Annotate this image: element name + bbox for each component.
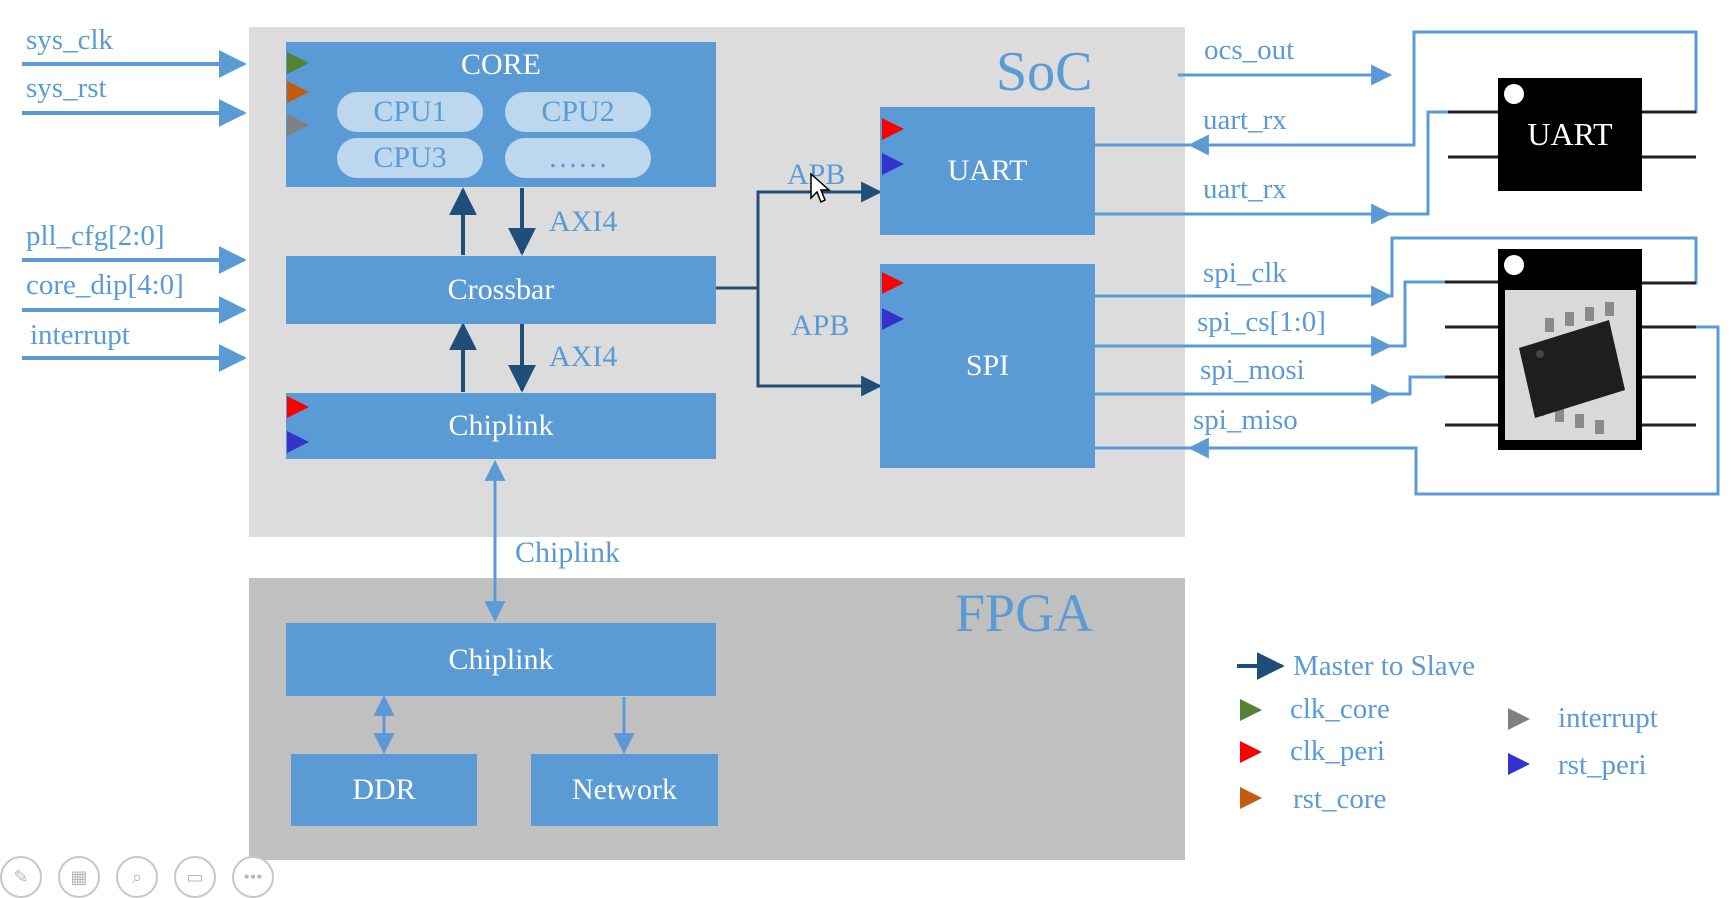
soc-title: SoC <box>996 41 1093 103</box>
legend-clk-core-triangle <box>1240 699 1262 721</box>
spi-chip-pin1-dot <box>1504 255 1524 275</box>
pll-cfg-label: pll_cfg[2:0] <box>26 220 165 252</box>
subtitle-icon[interactable]: ▭ <box>174 856 216 898</box>
spi-block: SPI <box>880 264 1095 468</box>
slides-icon[interactable]: ▦ <box>58 856 100 898</box>
fpga-title: FPGA <box>955 583 1094 643</box>
network-block: Network <box>531 754 718 826</box>
uart-chip-label: UART <box>1527 116 1613 152</box>
legend-rst-core: rst_core <box>1293 783 1387 815</box>
core-dip-label: core_dip[4:0] <box>26 269 184 301</box>
legend-master-to-slave: Master to Slave <box>1293 650 1476 682</box>
uart-block: UART <box>880 107 1095 235</box>
spi-miso-label: spi_miso <box>1193 404 1298 436</box>
mouse-cursor-icon <box>810 172 831 204</box>
spi-mosi-label: spi_mosi <box>1200 354 1305 386</box>
zoom-icon[interactable]: ⌕ <box>116 856 158 898</box>
core-title: CORE <box>460 48 541 81</box>
crossbar-block: Crossbar <box>286 256 716 324</box>
legend-interrupt-triangle <box>1508 708 1530 730</box>
chiplink-rst-peri-triangle <box>287 431 309 453</box>
axi4-bottom-label: AXI4 <box>549 340 618 373</box>
chiplink-link-label: Chiplink <box>515 536 621 569</box>
spi-clk-label: spi_clk <box>1203 257 1287 289</box>
clk-core-port-triangle <box>287 52 309 74</box>
uart-rst-peri-triangle <box>882 153 904 175</box>
interrupt-input-label: interrupt <box>30 319 130 351</box>
spi-cs-label: spi_cs[1:0] <box>1197 306 1326 338</box>
axi4-arrows <box>449 187 536 393</box>
uart-rx-in-label: uart_rx <box>1203 104 1287 136</box>
spi-chip-photo <box>1505 290 1636 440</box>
spi-rst-peri-triangle <box>882 308 904 330</box>
legend-rst-core-triangle <box>1240 787 1262 809</box>
cpu2-pill: CPU2 <box>505 92 651 132</box>
apb-arrows <box>715 181 883 397</box>
input-arrows <box>22 50 247 372</box>
sys-rst-label: sys_rst <box>26 72 107 104</box>
chiplink-fpga-block: Chiplink <box>286 623 716 696</box>
cpu1-pill: CPU1 <box>337 92 483 132</box>
spi-clk-peri-triangle <box>882 272 904 294</box>
rst-core-port-triangle <box>287 81 309 103</box>
legend-clk-peri: clk_peri <box>1290 735 1386 767</box>
legend-clk-core: clk_core <box>1290 693 1390 725</box>
cpu-more-pill: …… <box>505 138 651 178</box>
chiplink-clk-peri-triangle <box>287 396 309 418</box>
legend-rst-peri: rst_peri <box>1558 749 1647 781</box>
uart-chip: UART <box>1498 78 1642 191</box>
legend-rst-peri-triangle <box>1508 753 1530 775</box>
ocs-out-label: ocs_out <box>1204 34 1295 66</box>
sys-clk-label: sys_clk <box>26 24 113 56</box>
pen-icon[interactable]: ✎ <box>0 856 42 898</box>
legend-clk-peri-triangle <box>1240 741 1262 763</box>
cpu3-pill: CPU3 <box>337 138 483 178</box>
uart-clk-peri-triangle <box>882 118 904 140</box>
uart-chip-pin1-dot <box>1504 84 1524 104</box>
interrupt-port-triangle <box>287 114 309 136</box>
apb-spi-label: APB <box>791 309 850 342</box>
chip-pins <box>1445 110 1696 427</box>
more-icon[interactable]: ••• <box>232 856 274 898</box>
chiplink-soc-block: Chiplink <box>286 393 716 459</box>
uart-rx-out-label: uart_rx <box>1203 173 1287 205</box>
legend-interrupt: interrupt <box>1558 702 1658 734</box>
axi4-top-label: AXI4 <box>549 205 618 238</box>
flash-chip-icon <box>1519 302 1625 434</box>
ddr-block: DDR <box>291 754 477 826</box>
